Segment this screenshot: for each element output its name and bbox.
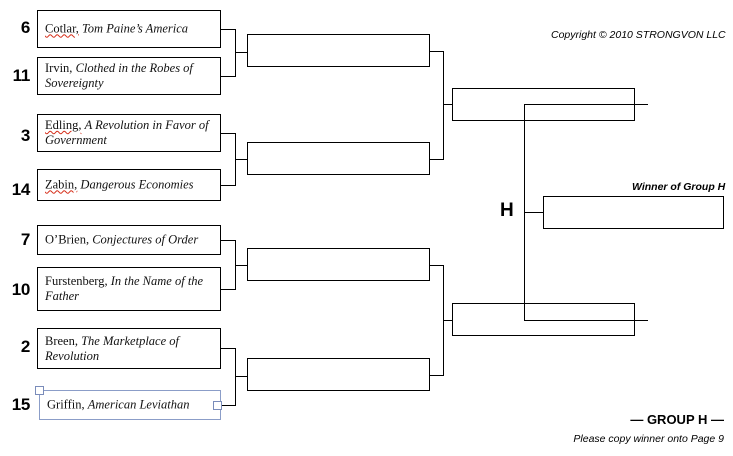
competitor-author-6: Furstenberg, [45, 274, 108, 288]
round2-box-1[interactable] [247, 34, 430, 67]
connector-h-r3-1 [635, 104, 648, 105]
competitor-author-8: Griffin, [47, 397, 85, 412]
connector-h-r1-4 [221, 185, 235, 186]
competitor-author-1: Cotlar, [45, 21, 79, 36]
connector-v-r1-pair1 [235, 29, 236, 77]
seed-number-7: 2 [20, 337, 30, 356]
connector-feed-r2-1 [235, 52, 248, 53]
connector-feed-r3-1 [443, 104, 455, 105]
competitor-title-2: Clothed in the Robes of Sovereignty [45, 61, 193, 90]
connector-h-r2-4 [430, 375, 444, 376]
seed-number-1: 6 [20, 18, 30, 37]
connector-h-r2-3 [430, 265, 444, 266]
seed-number-3: 3 [20, 126, 30, 145]
competitor-slot-4[interactable]: Zabin, Dangerous Economies [37, 169, 221, 201]
competitor-slot-2[interactable]: Irvin, Clothed in the Robes of Sovereign… [37, 57, 221, 95]
connector-feed-r2-4 [235, 376, 248, 377]
round2-box-4[interactable] [247, 358, 430, 391]
connector-feed-r3-2 [443, 320, 453, 321]
competitor-title-5: Conjectures of Order [92, 232, 199, 247]
competitor-text-7: Breen, The Marketplace of Revolution [45, 334, 215, 364]
connector-h-r2-2 [430, 159, 444, 160]
competitor-author-2: Irvin, [45, 61, 73, 75]
connector-feed-r2-3 [235, 265, 248, 266]
competitor-text-4: Zabin, Dangerous Economies [45, 178, 215, 193]
group-letter: H [500, 200, 514, 221]
competitor-title-1: Tom Paine’s America [82, 21, 189, 36]
seed-number-4: 14 [11, 180, 31, 199]
connector-h-r1-6 [221, 289, 235, 290]
competitor-author-4: Zabin, [45, 177, 78, 192]
competitor-author-7: Breen, [45, 333, 78, 348]
competitor-title-8: American Leviathan [87, 397, 190, 412]
seed-number-5: 7 [20, 230, 30, 249]
connector-feed-r2-2 [235, 159, 248, 160]
winner-box[interactable] [543, 196, 724, 229]
competitor-text-2: Irvin, Clothed in the Robes of Sovereign… [45, 61, 215, 91]
competitor-slot-6[interactable]: Furstenberg, In the Name of the Father [37, 267, 221, 311]
competitor-title-4: Dangerous Economies [80, 177, 194, 192]
competitor-slot-3[interactable]: Edling, A Revolution in Favor of Governm… [37, 114, 221, 152]
competitor-text-8: Griffin, American Leviathan [47, 398, 215, 413]
connector-feed-final [524, 212, 544, 213]
seed-number-2: 11 [12, 66, 31, 85]
connector-v-r1-pair4 [235, 348, 236, 406]
connector-rail-top [524, 104, 636, 105]
competitor-title-6: In the Name of the Father [45, 274, 204, 303]
winner-of-group-label: Winner of Group H [632, 181, 726, 193]
seed-number-8: 15 [11, 395, 31, 414]
competitor-text-5: O’Brien, Conjectures of Order [45, 233, 215, 248]
connector-h-r3-2 [635, 320, 648, 321]
connector-h-r1-7 [221, 348, 235, 349]
connector-v-r2-pair1 [443, 51, 444, 160]
competitor-text-6: Furstenberg, In the Name of the Father [45, 274, 215, 304]
connector-h-r1-8 [221, 405, 235, 406]
connector-rail-bottom [524, 320, 636, 321]
resize-handle-top-left[interactable] [35, 386, 44, 395]
connector-h-r1-3 [221, 133, 235, 134]
group-footer-label: — GROUP H — [630, 412, 724, 427]
resize-handle-middle-right[interactable] [213, 401, 222, 410]
competitor-slot-1[interactable]: Cotlar, Tom Paine’s America [37, 10, 221, 48]
round3-box-2[interactable] [452, 303, 635, 336]
connector-h-r1-1 [221, 29, 235, 30]
connector-h-r1-5 [221, 240, 235, 241]
competitor-author-3: Edling, [45, 118, 82, 132]
competitor-title-7: The Marketplace of Revolution [45, 333, 179, 363]
competitor-title-3: A Revolution in Favor of Government [45, 118, 209, 147]
round2-box-3[interactable] [247, 248, 430, 281]
seed-number-6: 10 [11, 280, 31, 299]
round2-box-2[interactable] [247, 142, 430, 175]
competitor-text-3: Edling, A Revolution in Favor of Governm… [45, 118, 215, 148]
competitor-slot-5[interactable]: O’Brien, Conjectures of Order [37, 225, 221, 255]
connector-h-r1-2 [221, 76, 235, 77]
competitor-author-5: O’Brien, [45, 232, 90, 247]
competitor-slot-7[interactable]: Breen, The Marketplace of Revolution [37, 328, 221, 369]
footer-note: Please copy winner onto Page 9 [573, 433, 724, 445]
competitor-slot-8[interactable]: Griffin, American Leviathan [39, 390, 221, 420]
competitor-text-1: Cotlar, Tom Paine’s America [45, 22, 215, 37]
copyright-notice: Copyright © 2010 STRONGVON LLC [551, 29, 726, 41]
connector-h-r2-1 [430, 51, 444, 52]
